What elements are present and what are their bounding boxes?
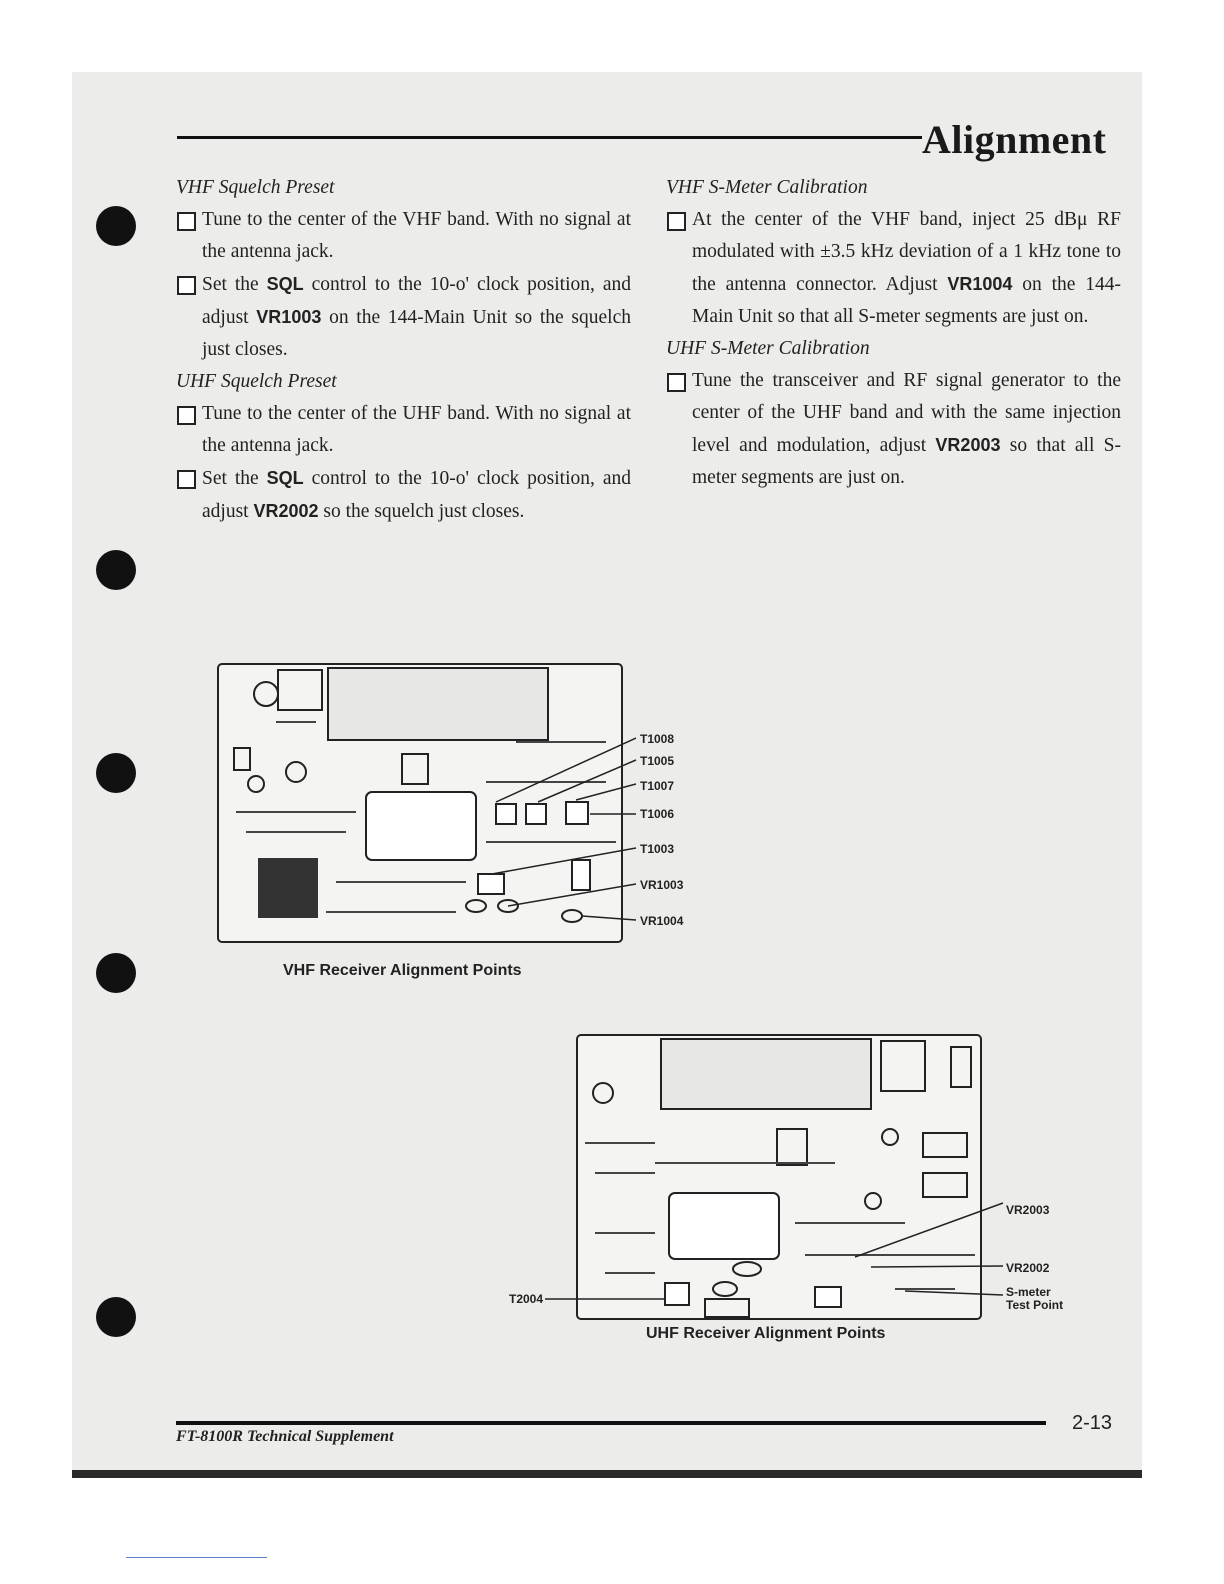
item-text: so that all S-meter segments are just on… (692, 435, 1121, 488)
control-name: VR1003 (256, 307, 322, 327)
item-text: control to the 10-o' clock position, and… (202, 274, 631, 328)
page-title: Alignment (922, 117, 1107, 162)
section-title: VHF S-Meter Calibration (666, 177, 868, 198)
uhf-label: VR2003 (1006, 1203, 1050, 1217)
uhf-label: VR2002 (1006, 1261, 1050, 1275)
section-title: UHF S-Meter Calibration (666, 338, 870, 359)
vhf-label: T1007 (640, 779, 674, 793)
item-text: Set the (202, 274, 267, 295)
checklist-item: Set the SQL control to the 10-o' clock p… (176, 268, 631, 366)
item-text: Tune to the center of the UHF band. With… (202, 403, 631, 456)
uhf-label: Test Point (1006, 1298, 1063, 1312)
checklist-item: Tune to the center of the VHF band. With… (176, 204, 631, 268)
control-name: VR1004 (947, 274, 1013, 294)
vhf-label: T1008 (640, 732, 674, 746)
binder-hole (96, 206, 136, 246)
checkbox-icon (177, 406, 196, 425)
vhf-board-diagram: T1008 T1005 T1007 T1006 T1003 VR1003 VR1… (216, 662, 706, 946)
item-text: on the 144-Main Unit so that all S-meter… (692, 274, 1121, 327)
right-column: VHF S-Meter Calibration At the center of … (666, 172, 1121, 494)
scan-edge (72, 1470, 1142, 1478)
vhf-label: T1003 (640, 842, 674, 856)
checklist-item: Tune the transceiver and RF signal gener… (666, 365, 1121, 494)
control-name: SQL (266, 274, 304, 294)
checkbox-icon (177, 276, 196, 295)
vhf-label: T1006 (640, 807, 674, 821)
binder-hole (96, 753, 136, 793)
section-title: VHF Squelch Preset (176, 177, 335, 198)
control-name: SQL (266, 468, 304, 488)
item-text: Tune to the center of the VHF band. With… (202, 209, 631, 262)
item-text: control to the 10-o' clock position, and… (202, 468, 631, 522)
vhf-figure-caption: VHF Receiver Alignment Points (283, 962, 522, 979)
binder-hole (96, 550, 136, 590)
item-text: Tune the transceiver and RF signal gener… (692, 370, 1121, 456)
item-text: on the 144-Main Unit so the squelch just… (202, 307, 631, 360)
item-text: Set the (202, 468, 267, 489)
footer-title: FT-8100R Technical Supplement (176, 1428, 394, 1445)
checkbox-icon (177, 212, 196, 231)
scan-artifact-line (126, 1557, 267, 1558)
checkbox-icon (177, 470, 196, 489)
page-number: 2-13 (1072, 1412, 1113, 1434)
section-title: UHF Squelch Preset (176, 371, 337, 392)
uhf-label: T2004 (509, 1292, 543, 1306)
binder-hole (96, 953, 136, 993)
binder-hole (96, 1297, 136, 1337)
vhf-label: VR1003 (640, 878, 684, 892)
checklist-item: Tune to the center of the UHF band. With… (176, 398, 631, 462)
item-text: At the center of the VHF band, inject 25… (692, 209, 1121, 295)
checkbox-icon (667, 373, 686, 392)
vhf-board-svg: T1008 T1005 T1007 T1006 T1003 VR1003 VR1… (217, 663, 684, 943)
footer-rule (176, 1421, 1046, 1425)
item-text: so the squelch just closes. (318, 501, 525, 522)
uhf-label: S-meter (1006, 1285, 1051, 1299)
vhf-label: T1005 (640, 754, 674, 768)
checklist-item: Set the SQL control to the 10-o' clock p… (176, 462, 631, 528)
uhf-figure-caption: UHF Receiver Alignment Points (646, 1325, 886, 1342)
control-name: VR2002 (253, 501, 319, 521)
vhf-label: VR1004 (640, 914, 684, 928)
header-rule (177, 136, 922, 139)
checklist-item: At the center of the VHF band, inject 25… (666, 204, 1121, 333)
control-name: VR2003 (935, 435, 1001, 455)
uhf-board-svg: VR2003 VR2002 S-meter Test Point T2004 (509, 1034, 1063, 1320)
uhf-board-diagram: VR2003 VR2002 S-meter Test Point T2004 (505, 1033, 1085, 1323)
checkbox-icon (667, 212, 686, 231)
